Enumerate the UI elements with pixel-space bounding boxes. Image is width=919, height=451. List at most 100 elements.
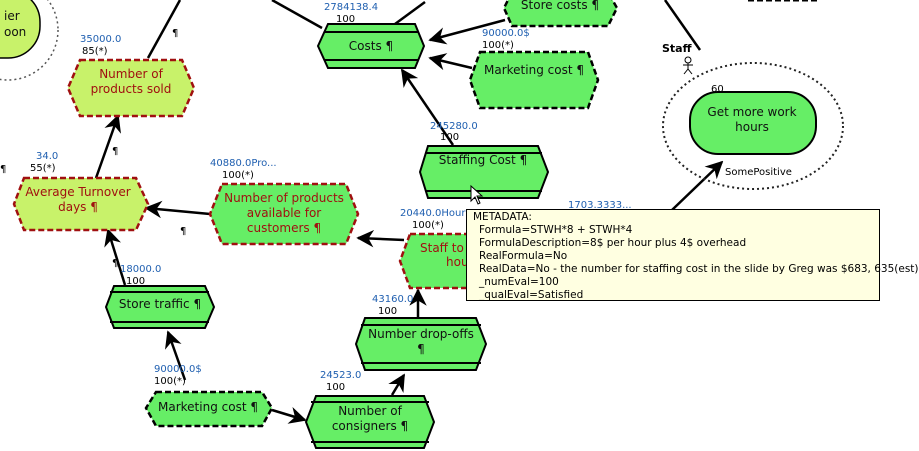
resource-label: Costs ¶	[349, 39, 393, 53]
eval-label: 100	[440, 132, 459, 143]
resource-costs[interactable]: 2784138.4 100 Costs ¶	[316, 2, 426, 69]
actor-icon	[683, 56, 693, 75]
metadata-tooltip: METADATA: Formula=STWH*8 + STWH*4 Formul…	[466, 209, 919, 301]
tooltip-line-qual-eval: _qualEval=Satisfied	[479, 289, 584, 301]
pilcrow-mark: ¶	[172, 28, 178, 39]
goal-label-line1: ier	[4, 9, 20, 23]
resource-label-line1: Number drop-offs	[368, 327, 474, 341]
value-label: 35000.0	[80, 34, 121, 45]
goal-model-canvas: ier oon 35000.0 85(*) Number of products…	[0, 0, 844, 449]
pilcrow-mark: ¶	[0, 164, 6, 175]
value-label: 90000.0$	[482, 28, 530, 39]
softgoal-number-products-sold[interactable]: 35000.0 85(*) Number of products sold	[66, 34, 196, 118]
goal-label-line2: hours	[735, 120, 769, 134]
softgoal-shape	[12, 176, 150, 232]
pilcrow-mark: ¶	[180, 226, 186, 237]
link-hidden-to-workhours	[671, 160, 724, 211]
eval-label: 60	[711, 84, 724, 95]
goal-shape	[689, 91, 817, 155]
link-consigners-to-dropoffs	[388, 373, 406, 396]
link-traffic-to-turnover	[104, 228, 127, 286]
task-shape	[502, 0, 619, 28]
resource-label: Staffing Cost ¶	[439, 153, 527, 167]
link-available-to-turnover	[144, 200, 211, 219]
softgoal-label-line3: customers ¶	[247, 221, 321, 235]
resource-shape	[316, 23, 426, 69]
value-label: 40880.0Pro...	[210, 158, 277, 169]
link-marketingtop-to-costs	[428, 53, 473, 71]
tooltip-line-formula-description: FormulaDescription=8$ per hour plus 4$ o…	[479, 237, 747, 249]
tooltip-line-num-eval: _numEval=100	[479, 276, 559, 288]
goal-get-more-work-hours[interactable]: 60 Get more work hours SomePositive	[689, 84, 817, 178]
tooltip-line-real-formula: RealFormula=No	[479, 250, 568, 262]
goal-shape	[0, 0, 41, 59]
resource-number-consigners[interactable]: 24523.0 100 Number of consigners ¶	[304, 370, 436, 449]
eval-label: 100	[336, 14, 355, 25]
actor-staff[interactable]: Staff	[662, 42, 844, 190]
eval-label: 100	[326, 382, 345, 393]
eval-label: 55(*)	[30, 163, 56, 174]
link-turnover-to-sold	[94, 114, 121, 179]
actor-boundary	[662, 62, 844, 190]
task-label: Marketing cost ¶	[484, 63, 584, 77]
softgoal-label-line2: hou	[446, 255, 469, 269]
goal-label-line2: oon	[4, 25, 26, 39]
resource-shape	[418, 145, 550, 199]
softgoal-shape	[208, 182, 360, 246]
softgoal-label-line2: available for	[247, 206, 322, 220]
task-shape	[468, 50, 600, 110]
task-label: Store costs ¶	[521, 0, 599, 12]
resource-number-drop-offs[interactable]: 43160.0 100 Number drop-offs ¶	[354, 294, 488, 371]
link-upper-to-costs	[271, 0, 323, 30]
softgoal-shape	[66, 58, 196, 118]
eval-label: 100(*)	[482, 40, 514, 51]
resource-label-line1: Number of	[338, 404, 402, 418]
task-marketing-cost-top[interactable]: 90000.0$ 100(*) Marketing cost ¶	[468, 28, 600, 110]
softgoal-label-line2: products sold	[91, 82, 172, 96]
task-store-costs[interactable]: Store costs ¶	[502, 0, 619, 28]
softgoal-label-line2: days ¶	[58, 200, 98, 214]
link-costs-to-storecosts	[394, 0, 426, 26]
task-marketing-cost-bottom[interactable]: 90000.0$ 100(*) Marketing cost ¶	[144, 364, 274, 428]
value-label-hidden-node: 1703.3333...	[568, 200, 632, 211]
goal-label-line1: Get more work	[707, 105, 796, 119]
value-label: 18000.0	[120, 264, 161, 275]
resource-label-line2: consigners ¶	[332, 419, 408, 433]
actor-boundary	[0, 0, 59, 81]
resource-label: Store traffic ¶	[119, 297, 201, 311]
resource-store-traffic[interactable]: 18000.0 100 Store traffic ¶	[104, 264, 216, 329]
eval-label: 100(*)	[412, 220, 444, 231]
pilcrow-mark: ¶	[112, 258, 118, 269]
softgoal-label-line1: Number of products	[224, 191, 344, 205]
eval-label: 100	[126, 276, 145, 287]
link-marketingbottom-to-consigners	[271, 407, 307, 424]
tooltip-line-heading: METADATA:	[473, 211, 532, 223]
tooltip-line-real-data: RealData=No - the number for staffing co…	[479, 263, 919, 275]
goal-partial-topleft[interactable]: ier oon	[0, 0, 59, 81]
softgoal-average-turnover[interactable]: 34.0 55(*) Average Turnover days ¶	[12, 151, 150, 232]
softgoal-staff-hours[interactable]: 20440.0Hour 100(*) Staff to hou	[398, 208, 472, 290]
eval-label: 85(*)	[82, 46, 108, 57]
resource-shape	[354, 317, 488, 371]
softgoal-products-available[interactable]: 40880.0Pro... 100(*) Number of products …	[208, 158, 360, 246]
value-label: 2784138.4	[324, 2, 378, 13]
value-label: 43160.0	[372, 294, 413, 305]
tooltip-line-formula: Formula=STWH*8 + STWH*4	[479, 224, 633, 236]
task-label: Marketing cost ¶	[158, 400, 258, 414]
value-label: 24523.0	[320, 370, 361, 381]
resource-staffing-cost[interactable]: 245280.0 100 Staffing Cost ¶	[418, 121, 550, 199]
resource-label-line2: ¶	[417, 342, 425, 356]
link-actor-to-upper	[663, 0, 702, 51]
mouse-cursor-icon	[470, 184, 484, 205]
link-staffhours-to-available	[356, 229, 405, 248]
contribution-label: SomePositive	[725, 167, 792, 178]
softgoal-label-line1: Number of	[99, 67, 163, 81]
eval-label: 100	[378, 306, 397, 317]
eval-label: 100(*)	[154, 376, 186, 387]
resource-shape	[304, 395, 436, 449]
task-shape	[144, 390, 274, 428]
link-marketingbottom-to-traffic	[165, 330, 187, 381]
softgoal-label-line1: Staff to	[420, 241, 464, 255]
contribution-links	[94, 0, 724, 424]
softgoal-shape	[398, 232, 472, 290]
